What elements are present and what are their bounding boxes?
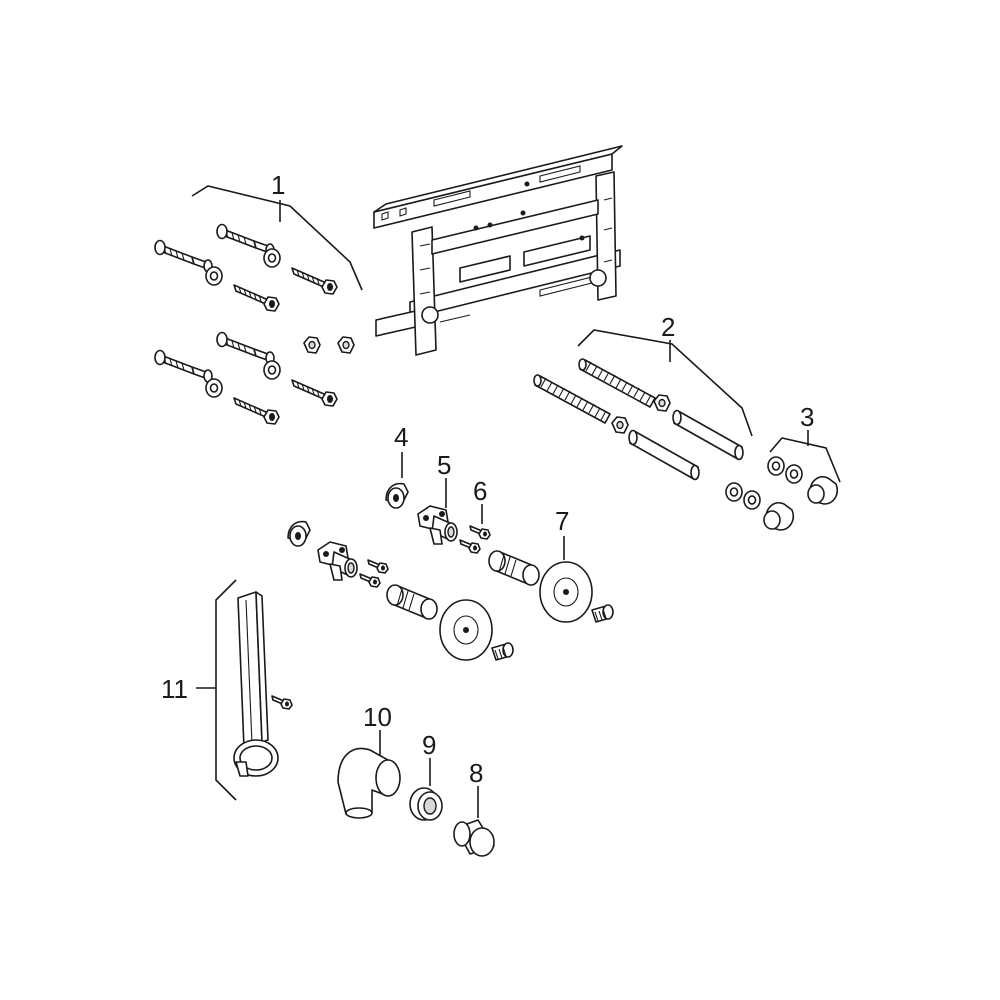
part-11-support-rail <box>196 579 293 801</box>
part-group-1-fixings <box>154 185 363 425</box>
callout-6: 6 <box>473 476 487 506</box>
part-4-spacer <box>287 452 409 547</box>
part-10-elbow <box>337 730 401 819</box>
part-7-rosette <box>386 536 614 661</box>
part-8-sleeve <box>453 786 495 857</box>
callout-7: 7 <box>555 506 569 536</box>
part-5-wall-fitting <box>317 478 458 581</box>
callout-9: 9 <box>422 730 436 760</box>
callout-1: 1 <box>271 170 285 200</box>
part-6-screws <box>359 504 491 588</box>
callout-2: 2 <box>661 312 675 342</box>
part-group-3-caps <box>725 430 841 531</box>
callout-4: 4 <box>394 422 408 452</box>
mounting-frame <box>373 145 623 356</box>
part-9-adapter <box>409 758 443 821</box>
part-group-2-rods <box>533 329 753 481</box>
callout-8: 8 <box>469 758 483 788</box>
callout-5: 5 <box>437 450 451 480</box>
callout-10: 10 <box>363 702 392 732</box>
callout-3: 3 <box>800 402 814 432</box>
callout-11: 11 <box>161 674 188 704</box>
